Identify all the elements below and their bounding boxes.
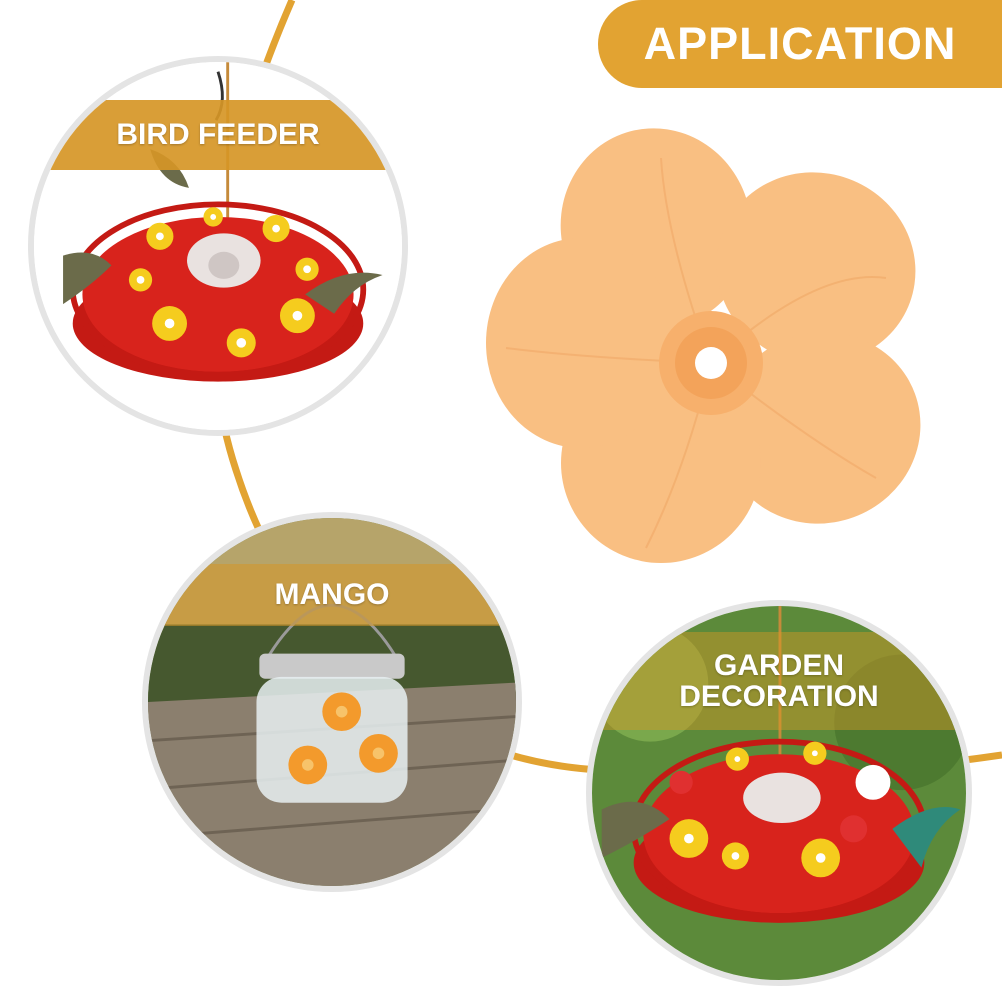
garden-decoration-photo: GARDEN DECORATION <box>586 600 972 986</box>
bird-feeder-label: BIRD FEEDER <box>116 118 320 152</box>
garden-decoration-label: GARDEN DECORATION <box>679 648 879 713</box>
bird-feeder-photo: BIRD FEEDER <box>28 56 408 436</box>
mango-label: MANGO <box>274 578 390 612</box>
garden-decoration-scene <box>592 606 966 980</box>
flower-feeding-port-image <box>486 128 921 563</box>
garden-decoration-label-band: GARDEN DECORATION <box>592 632 966 730</box>
banner-title: APPLICATION <box>643 18 957 69</box>
mango-label-band: MANGO <box>148 564 516 626</box>
application-banner: APPLICATION <box>598 0 1002 88</box>
bird-feeder-label-band: BIRD FEEDER <box>34 100 402 170</box>
mango-jar-photo: MANGO <box>142 512 522 892</box>
